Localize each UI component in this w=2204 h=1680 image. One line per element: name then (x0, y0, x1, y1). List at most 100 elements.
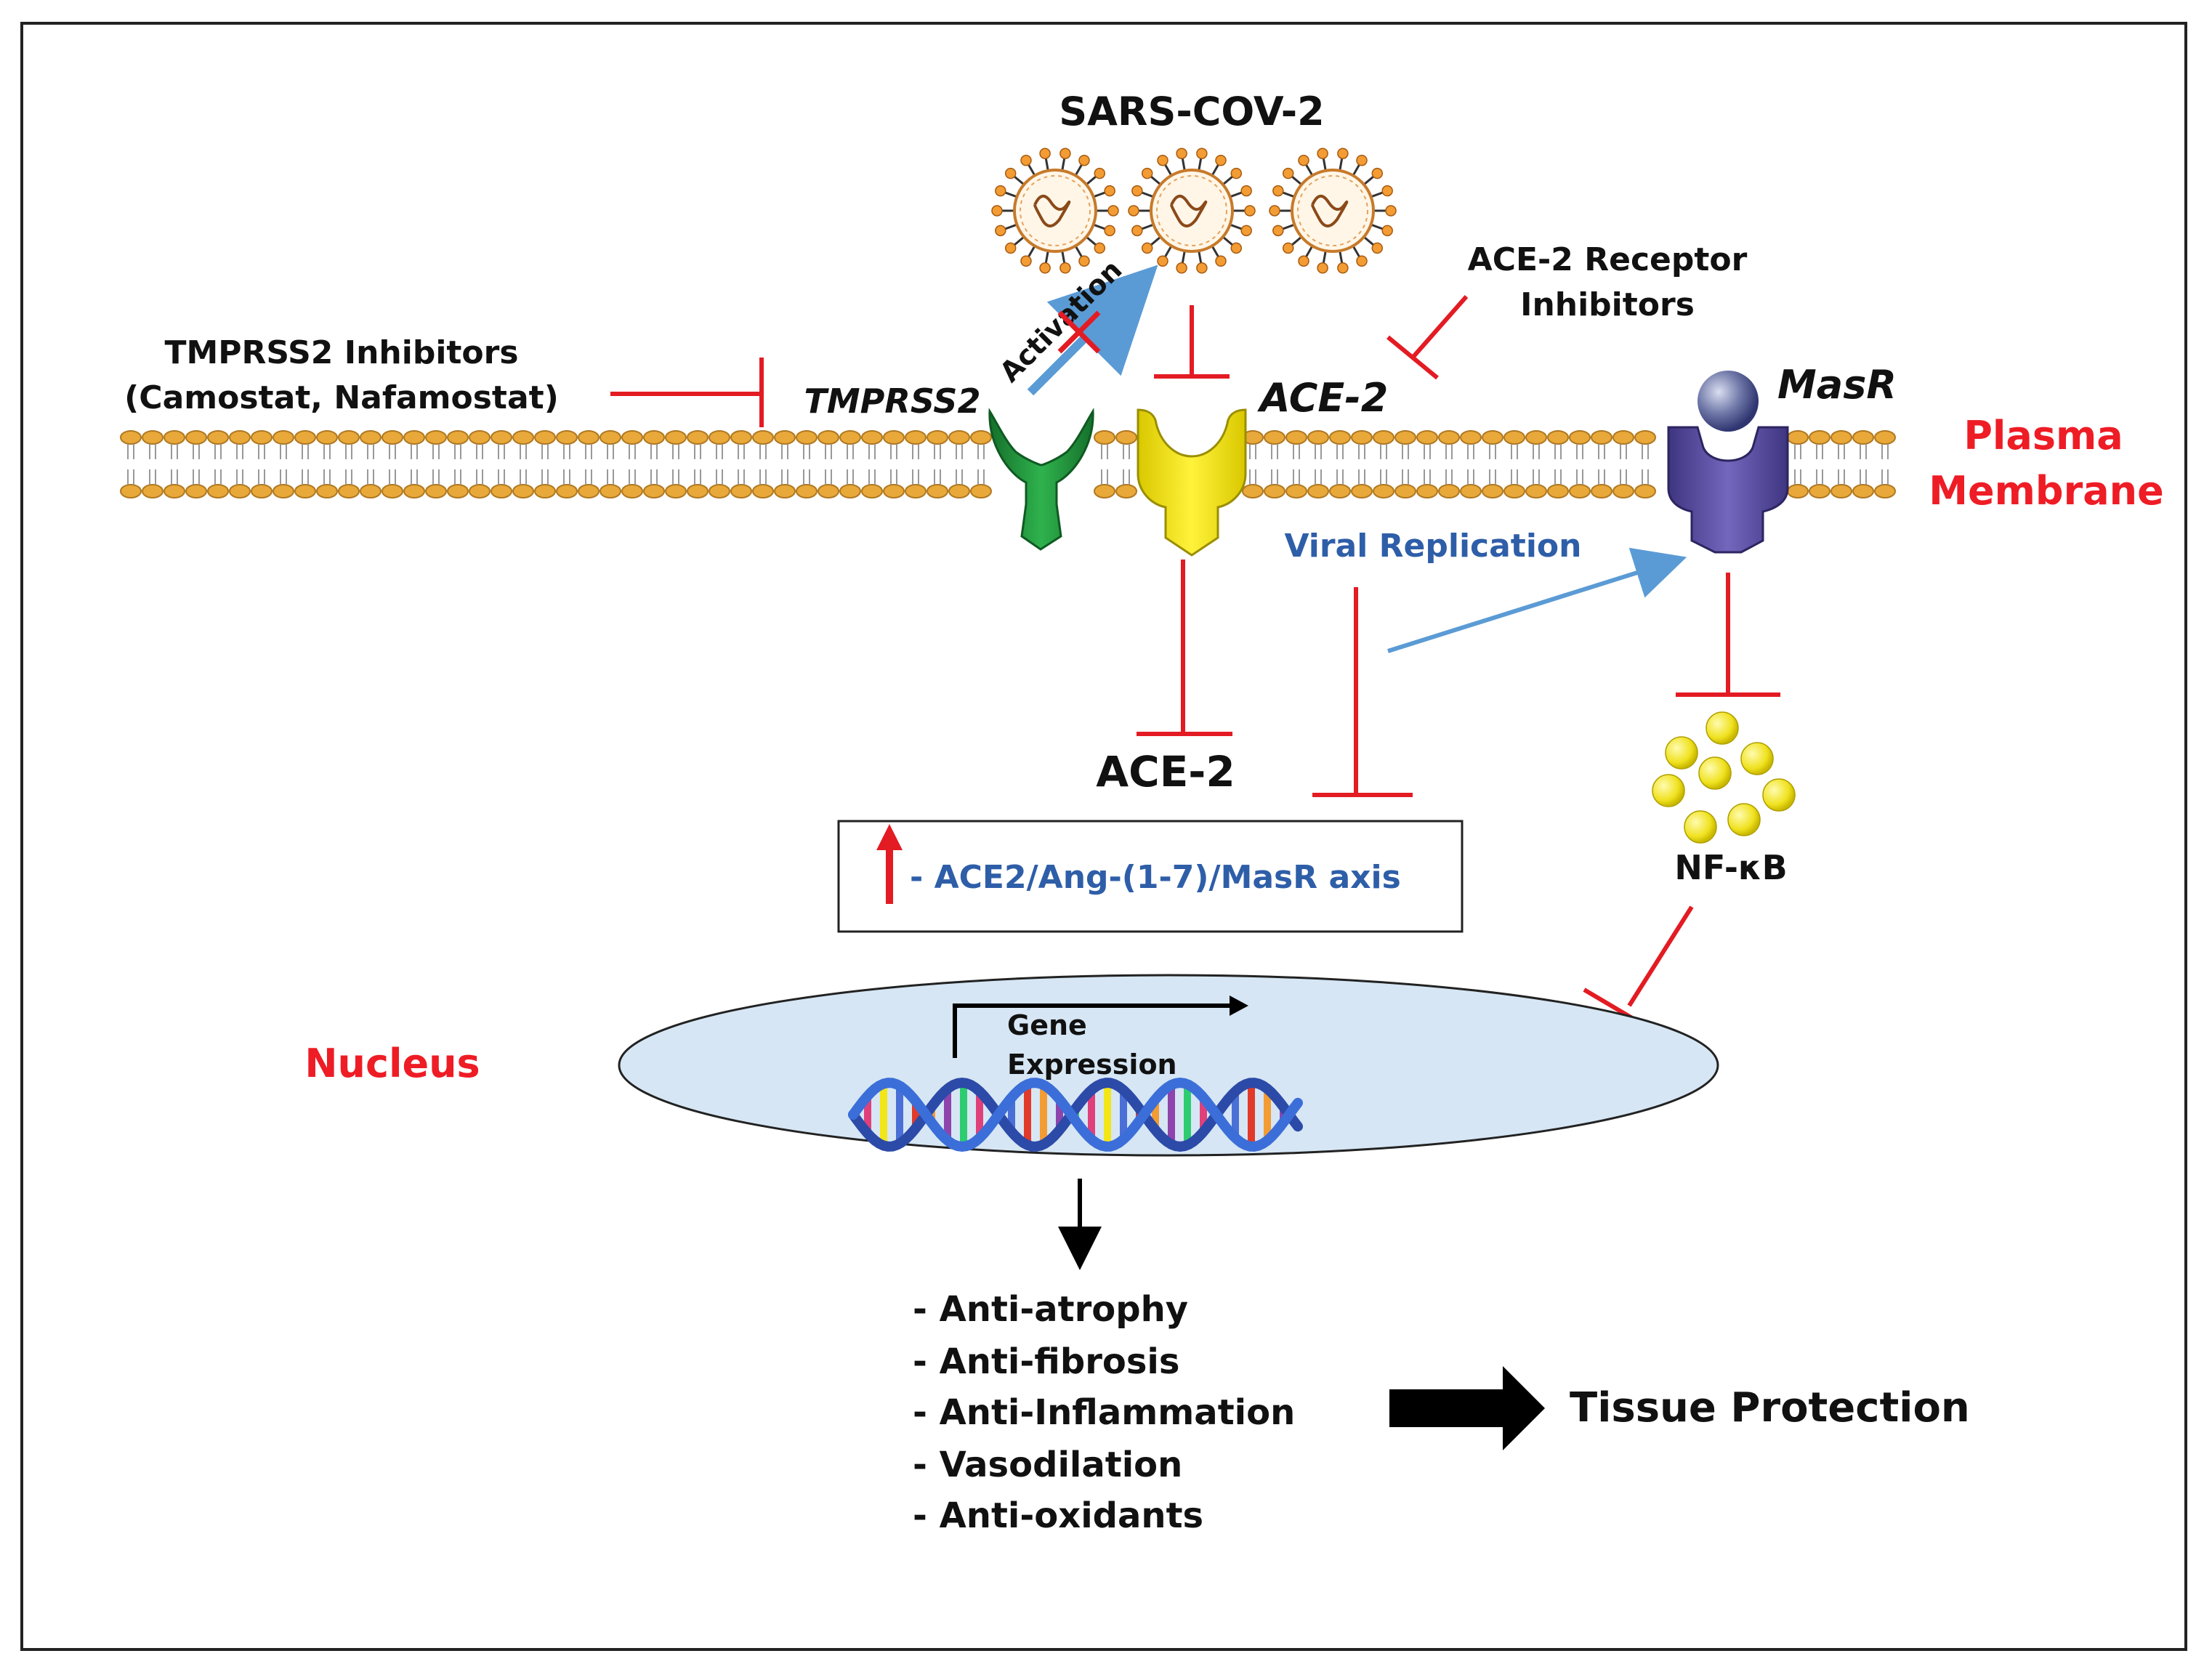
lipid-tail (1271, 444, 1278, 485)
lipid-head (927, 484, 948, 498)
lipid-head (382, 430, 403, 445)
lipid-head (491, 484, 512, 498)
lipid-head (1852, 430, 1874, 445)
lipid-head (251, 484, 273, 498)
viral-replication-inhibition (1312, 587, 1413, 797)
lipid-head (578, 430, 600, 445)
virus-group (991, 148, 1397, 274)
lipid-tail (781, 444, 788, 485)
lipid-tail (541, 444, 549, 485)
lipid-head (621, 430, 643, 445)
effects-list: - Anti-atrophy - Anti-fibrosis - Anti-In… (913, 1289, 1295, 1536)
nfkb-particle (1740, 742, 1774, 775)
lipid-head (687, 430, 709, 445)
tissue-protection-arrow (1389, 1366, 1545, 1450)
virus-ace2-inhibition (1154, 305, 1230, 379)
lipid-head (403, 484, 425, 498)
gene-label-line1: Gene (1007, 1009, 1087, 1041)
lipid-head (534, 430, 556, 445)
lipid-tail (520, 444, 527, 485)
lipid-head (1612, 430, 1634, 445)
lipid-tail (1380, 444, 1387, 485)
lipid-head (1115, 430, 1137, 445)
virus-particle (1269, 148, 1397, 274)
lipid-head (1115, 484, 1137, 498)
lipid-head (905, 484, 927, 498)
lipid-head (861, 430, 883, 445)
lipid-tail (1642, 444, 1649, 485)
lipid-head (294, 484, 316, 498)
lipid-tail (650, 444, 658, 485)
viral-replication-arrow (1387, 547, 1687, 653)
lipid-head (360, 484, 382, 498)
nfkb-particle (1762, 778, 1796, 812)
lipid-head (1874, 484, 1896, 498)
nucleus-label: Nucleus (304, 1041, 480, 1086)
lipid-head (1612, 484, 1634, 498)
lipid-head (1525, 430, 1547, 445)
lipid-tail (1101, 444, 1108, 485)
lipid-head (1351, 430, 1373, 445)
lipid-tail (302, 444, 309, 485)
lipid-head (1094, 484, 1115, 498)
lipid-tail (1293, 444, 1300, 485)
lipid-tail (1620, 444, 1627, 485)
lipid-tail (956, 444, 963, 485)
viral-replication-label: Viral Replication (1285, 528, 1582, 565)
lipid-head (425, 430, 447, 445)
virus-particle (1128, 148, 1256, 274)
lipid-head (1438, 430, 1460, 445)
lipid-tail (1445, 444, 1453, 485)
lipid-head (491, 430, 512, 445)
lipid-head (1416, 430, 1438, 445)
lipid-tail (585, 444, 592, 485)
gene-expression-arrow (953, 996, 1248, 1058)
lipid-tail (672, 444, 679, 485)
masr-nfkb-inhibition (1676, 573, 1780, 697)
lipid-head (970, 430, 992, 445)
lipid-head (861, 484, 883, 498)
lipid-tail (1424, 444, 1431, 485)
lipid-head (948, 430, 970, 445)
lipid-tail (716, 444, 723, 485)
lipid-head (643, 430, 665, 445)
lipid-head (643, 484, 665, 498)
tmprss2-inhibitors-label-line2: (Camostat, Nafamostat) (124, 379, 559, 416)
lipid-head (164, 430, 185, 445)
lipid-tail (1123, 444, 1130, 485)
masr-label: MasR (1777, 362, 1897, 408)
lipid-head (752, 484, 774, 498)
lipid-tail (1860, 444, 1867, 485)
lipid-tail (454, 444, 461, 485)
lipid-head (1329, 484, 1351, 498)
up-arrow (876, 824, 903, 904)
ace2-receptor-inhibitors-line2: Inhibitors (1520, 286, 1695, 323)
lipid-head (120, 430, 142, 445)
lipid-head (1591, 484, 1612, 498)
lipid-tail (607, 444, 614, 485)
lipid-head (316, 430, 338, 445)
tmprss2-label: TMPRSS2 (804, 381, 981, 421)
lipid-head (1634, 484, 1656, 498)
tissue-protection-label: Tissue Protection (1570, 1384, 1970, 1431)
lipid-tail (1881, 444, 1889, 485)
effect-item: - Anti-Inflammation (913, 1392, 1295, 1433)
lipid-head (360, 430, 382, 445)
lipid-head (796, 430, 818, 445)
lipid-head (447, 430, 469, 445)
lipid-head (796, 484, 818, 498)
lipid-tail (127, 444, 134, 485)
lipid-head (512, 484, 534, 498)
lipid-head (1503, 430, 1525, 445)
effect-item: - Anti-fibrosis (913, 1341, 1179, 1382)
lipid-tail (759, 444, 767, 485)
lipid-head (1482, 484, 1503, 498)
lipid-head (1438, 484, 1460, 498)
lipid-head (1351, 484, 1373, 498)
lipid-head (1591, 430, 1612, 445)
tmprss2-inhibition-bar (610, 358, 764, 427)
lipid-head (1394, 484, 1416, 498)
lipid-head (1264, 430, 1285, 445)
lipid-head (1285, 430, 1307, 445)
